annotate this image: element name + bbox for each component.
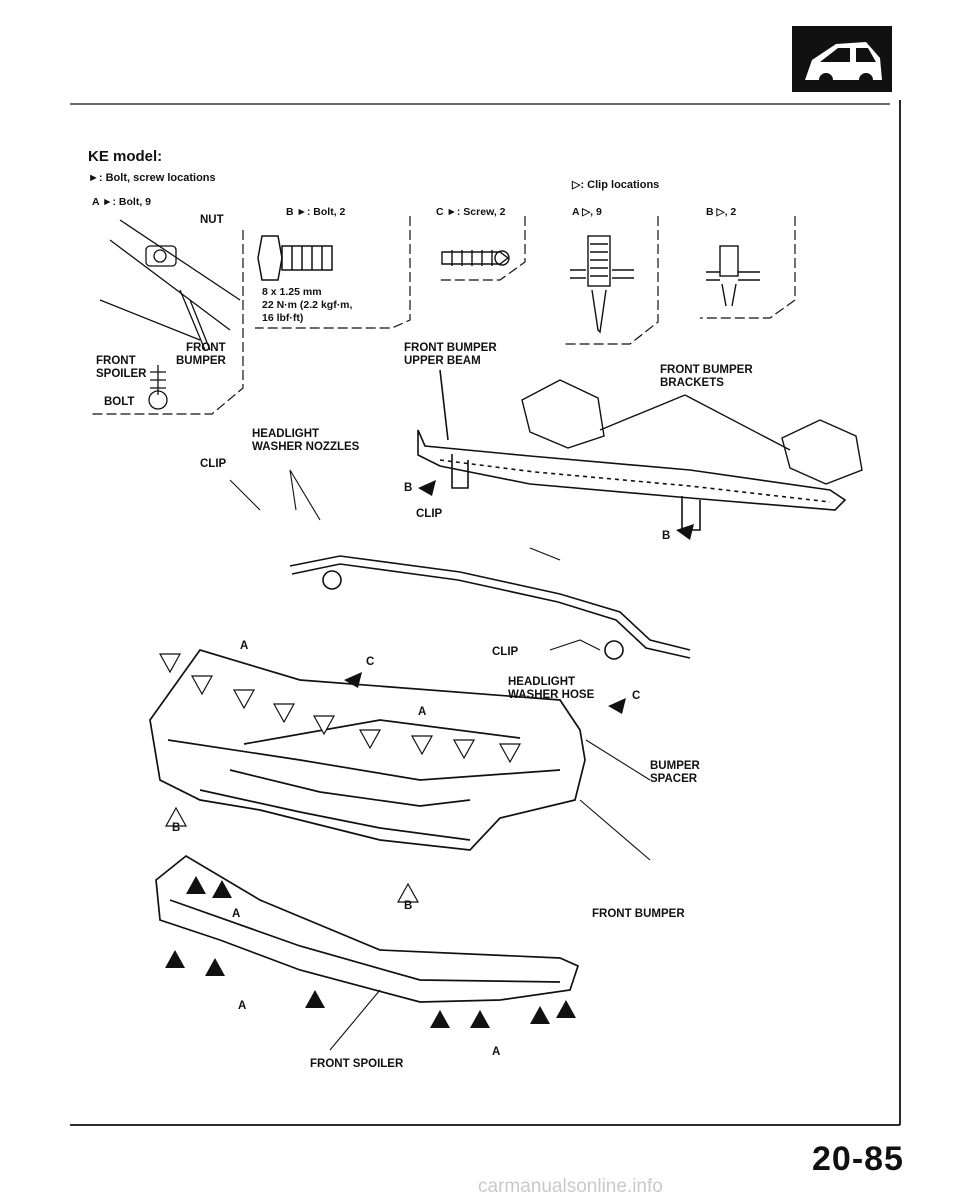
detail-b-clip-title: B ▷, 2: [706, 206, 737, 218]
torque-spec-line1: 8 x 1.25 mm: [262, 286, 322, 298]
front-spoiler-small-label-1: FRONT: [96, 355, 136, 367]
spacer-label-1: BUMPER: [650, 760, 700, 772]
callout-a-5: A: [492, 1046, 501, 1058]
callout-a-1: A: [240, 640, 249, 652]
spacer-label-2: SPACER: [650, 773, 698, 785]
clip-label-center: CLIP: [416, 508, 443, 520]
callout-a-4: A: [238, 1000, 247, 1012]
nozzles-label-2: WASHER NOZZLES: [252, 441, 360, 453]
front-bumper-small-label-1: FRONT: [186, 342, 226, 354]
front-spoiler-label: FRONT SPOILER: [310, 1058, 404, 1070]
callout-b-3: B: [172, 822, 181, 834]
bolt-legend: ►: Bolt, screw locations: [88, 172, 216, 184]
clip-label-left: CLIP: [200, 458, 227, 470]
watermark: carmanualsonline.info: [478, 1176, 663, 1197]
nozzles-label-1: HEADLIGHT: [252, 428, 320, 440]
page-heading: KE model:: [88, 148, 163, 165]
detail-a-clip-title: A ▷, 9: [572, 206, 602, 218]
bolt-label: BOLT: [104, 396, 135, 408]
callout-a-2: A: [418, 706, 427, 718]
callout-c-1: C: [366, 656, 375, 668]
callout-b-1: B: [404, 482, 413, 494]
front-bumper-label: FRONT BUMPER: [592, 908, 685, 920]
detail-a-bolt-title: A ►: Bolt, 9: [92, 196, 152, 208]
front-bumper-small-label-2: BUMPER: [176, 355, 226, 367]
car-icon: [792, 26, 892, 92]
brackets-label-2: BRACKETS: [660, 377, 724, 389]
hose-label-2: WASHER HOSE: [508, 689, 595, 701]
torque-spec-line3: 16 lbf·ft): [262, 312, 304, 324]
torque-spec-line2: 22 N·m (2.2 kgf·m,: [262, 299, 353, 311]
detail-c-screw-title: C ►: Screw, 2: [436, 206, 506, 218]
callout-a-3: A: [232, 908, 241, 920]
front-spoiler-small-label-2: SPOILER: [96, 368, 147, 380]
clip-legend: ▷: Clip locations: [572, 179, 660, 191]
callout-b-4: B: [404, 900, 413, 912]
page-number: 20-85: [812, 1140, 904, 1178]
callout-c-2: C: [632, 690, 641, 702]
upper-beam-label-2: UPPER BEAM: [404, 355, 481, 367]
callout-b-2: B: [662, 530, 671, 542]
hose-label-1: HEADLIGHT: [508, 676, 576, 688]
nut-label: NUT: [200, 214, 224, 226]
detail-b-bolt-title: B ►: Bolt, 2: [286, 206, 346, 218]
upper-beam-label-1: FRONT BUMPER: [404, 342, 497, 354]
clip-label-right: CLIP: [492, 646, 519, 658]
brackets-label-1: FRONT BUMPER: [660, 364, 753, 376]
